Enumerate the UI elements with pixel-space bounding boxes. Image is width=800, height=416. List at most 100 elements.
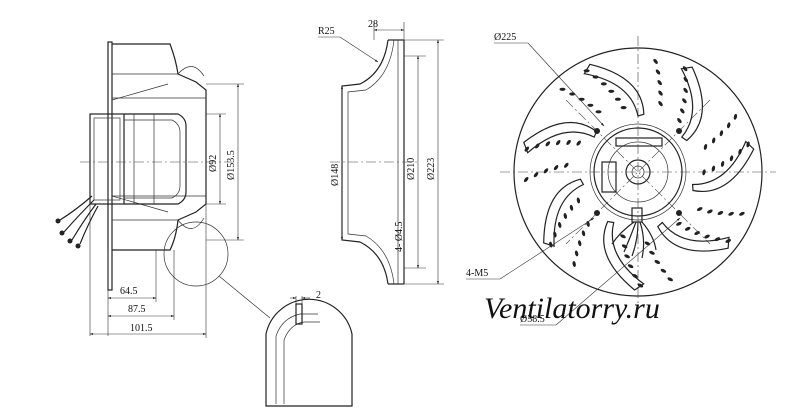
vent-hole	[587, 103, 594, 107]
vent-hole	[696, 207, 703, 212]
dim-inlet-diameter: Ø153.5	[226, 150, 237, 180]
vent-hole	[558, 221, 562, 228]
blade	[583, 63, 645, 117]
vent-hole	[576, 197, 581, 204]
vent-hole	[714, 237, 721, 242]
detail-view: 2	[265, 290, 353, 407]
vent-hole	[569, 204, 574, 211]
blade	[680, 66, 703, 142]
vent-hole	[729, 155, 734, 162]
vent-hole	[553, 165, 559, 171]
vent-hole	[667, 277, 673, 282]
motor-body	[89, 113, 125, 205]
vent-hole	[727, 122, 731, 129]
profile-view: 28 R25 Ø148 Ø210 Ø223 4- Ø4.5	[318, 19, 444, 285]
vent-hole	[576, 140, 581, 146]
vent-hole	[683, 87, 688, 93]
vent-hole	[682, 98, 687, 104]
blade	[657, 221, 730, 252]
cable-bundle	[55, 195, 99, 249]
vent-hole	[583, 69, 590, 73]
vent-hole	[712, 137, 716, 144]
vent-hole	[707, 209, 713, 214]
vent-hole	[523, 176, 529, 183]
vent-hole	[545, 141, 551, 147]
vent-hole	[677, 118, 682, 124]
detail-circle	[163, 221, 229, 287]
dim-length-87: 87.5	[128, 304, 146, 315]
side-view: Ø92 Ø153.5 64.5 87.5 101.5	[55, 41, 271, 338]
dim-radius: R25	[318, 26, 335, 37]
impeller-outline	[112, 43, 207, 251]
vent-hole	[694, 231, 700, 236]
impeller-blades	[523, 63, 755, 291]
vent-hole	[563, 213, 567, 219]
blade	[691, 140, 755, 192]
dim-length-101: 101.5	[130, 323, 153, 334]
motor-cap	[124, 113, 187, 205]
vent-hole	[559, 87, 566, 91]
vent-hole	[704, 234, 710, 239]
vent-hole	[614, 97, 621, 101]
vent-hole	[703, 143, 708, 150]
mounting-holes	[594, 128, 682, 216]
vent-hole	[719, 130, 724, 137]
vent-hole	[553, 231, 557, 238]
vent-hole	[574, 250, 579, 257]
vent-hole	[658, 101, 663, 107]
back-plate	[107, 41, 113, 291]
vent-hole	[578, 240, 582, 247]
dim-diameter-148: Ø148	[330, 164, 341, 186]
vent-hole	[535, 143, 540, 149]
dim-length-64: 64.5	[120, 286, 138, 297]
dim-diameter-223: Ø223	[426, 158, 437, 180]
vent-hole	[717, 211, 724, 215]
vent-hole	[676, 221, 682, 226]
vent-hole	[566, 139, 571, 145]
vent-hole	[733, 113, 738, 120]
vent-hole	[620, 105, 627, 110]
dim-holes: 4- Ø4.5	[394, 221, 405, 252]
vent-hole	[711, 165, 716, 172]
dim-outer-diameter: Ø225	[494, 32, 516, 43]
vent-hole	[549, 241, 553, 248]
vent-holes	[523, 58, 750, 288]
vent-hole	[600, 82, 607, 86]
vent-hole	[680, 108, 685, 114]
vent-hole	[533, 172, 539, 178]
vent-hole	[738, 148, 742, 155]
vent-hole	[720, 160, 725, 167]
label-plate	[615, 137, 663, 147]
vent-hole	[660, 268, 667, 273]
vent-hole	[524, 146, 530, 152]
dim-diameter-210: Ø210	[406, 158, 417, 180]
vent-hole	[621, 244, 628, 249]
watermark: Ventilatorry.ru	[484, 292, 660, 325]
vent-hole	[653, 58, 658, 64]
vent-hole	[555, 140, 561, 146]
vent-hole	[595, 110, 602, 114]
vent-hole	[654, 260, 661, 264]
vent-hole	[683, 77, 689, 83]
vent-hole	[739, 211, 745, 216]
vent-hole	[682, 66, 688, 72]
vent-hole	[592, 75, 599, 79]
dim-threads: 4-M5	[466, 268, 488, 279]
dim-motor-diameter: Ø92	[208, 155, 219, 172]
vent-hole	[649, 250, 655, 255]
vent-hole	[657, 80, 662, 86]
vent-hole	[725, 238, 731, 243]
vent-hole	[620, 234, 626, 239]
front-view: Ø225 4-M5 Ø58.5	[466, 32, 776, 326]
vent-hole	[658, 90, 663, 96]
vent-hole	[627, 264, 634, 269]
vent-hole	[572, 261, 576, 267]
blade	[603, 220, 645, 291]
vent-hole	[655, 69, 661, 75]
detail-gap-dim: 2	[316, 290, 321, 301]
vent-hole	[728, 211, 734, 216]
vent-hole	[564, 162, 569, 168]
blade	[523, 121, 598, 154]
vent-hole	[624, 254, 630, 259]
